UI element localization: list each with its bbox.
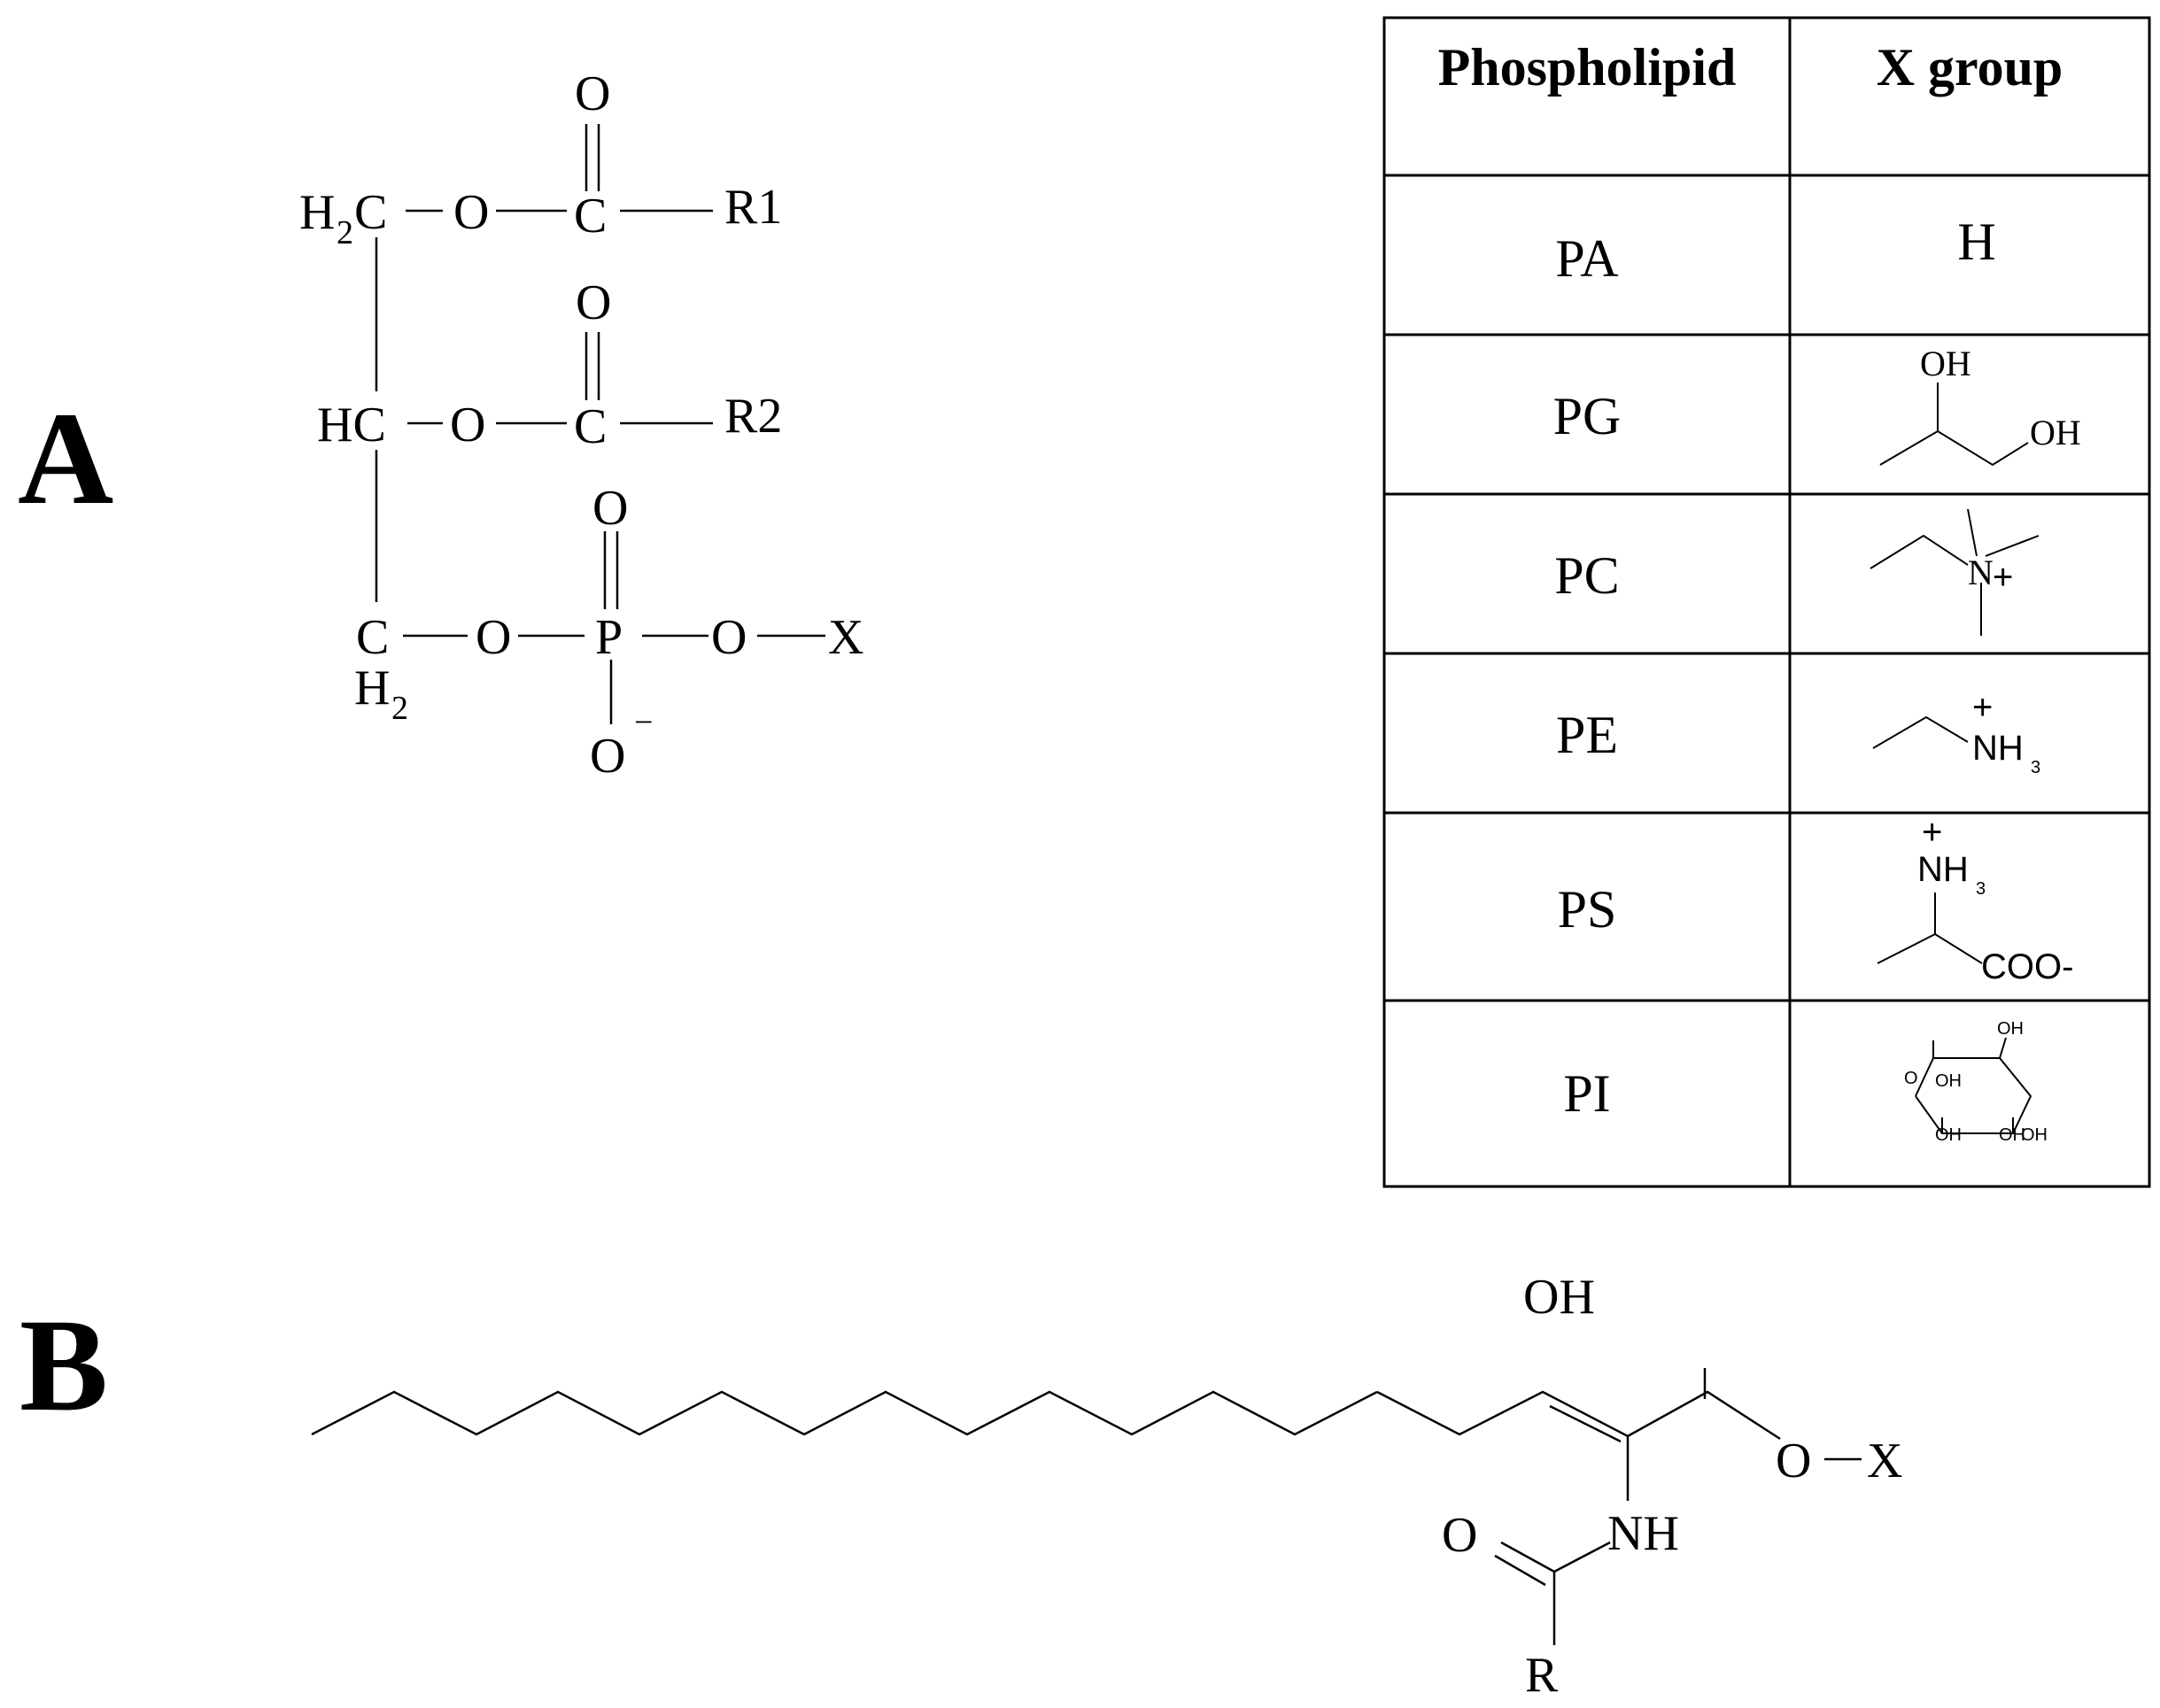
- panel-label-a: A: [18, 385, 113, 532]
- pe-charge: +: [1972, 688, 1993, 727]
- glycerophospholipid-structure: H 2 C O C O R1 HC O C O R2 C H 2 O P: [299, 66, 863, 784]
- ps-charge: +: [1922, 813, 1942, 852]
- row3-carbon-sub: 2: [391, 690, 408, 727]
- pi-hydroxyl-4: OH: [1999, 1125, 2025, 1145]
- row-name-pg: PG: [1553, 387, 1622, 445]
- sphingoid-head-backbone: [1376, 1390, 1781, 1441]
- x-group-pe-ethanolamine: + NH 3: [1872, 688, 2040, 777]
- x-group-ps-serine: + NH 3 COO-: [1877, 813, 2073, 986]
- amine-label: NH: [1607, 1506, 1679, 1561]
- row2-ester-oxygen: O: [450, 398, 485, 452]
- row1-ester-oxygen: O: [453, 185, 489, 240]
- row1-carbonyl-carbon: C: [574, 189, 607, 243]
- row3-phosphoryl-oxygen: O: [592, 481, 628, 536]
- row1-carbon-sub: 2: [337, 214, 353, 251]
- row3-phosphate-oxygen: O: [476, 610, 511, 665]
- x-group-pc-choline: N +: [1870, 508, 2040, 636]
- row3-negative-charge: −: [634, 704, 653, 741]
- row1-carbon-h: H: [299, 185, 335, 240]
- row-name-pa: PA: [1555, 229, 1618, 288]
- header-x-group: X group: [1877, 38, 2063, 97]
- pi-hydroxyl-top: OH: [1997, 1019, 2024, 1039]
- row1-r1: R1: [724, 180, 782, 235]
- x-group-pg-glycerol: OH OH: [1879, 344, 2081, 467]
- pc-charge: +: [1993, 558, 2013, 597]
- row2-carbon: HC: [317, 398, 386, 452]
- x-group-pi-inositol: OH O OH OH OH OH: [1904, 1019, 2048, 1145]
- pg-hydroxyl-2: OH: [2030, 413, 2081, 452]
- pc-nitrogen: N: [1968, 553, 1994, 592]
- row2-carbonyl-oxygen: O: [576, 275, 611, 330]
- header-phospholipid: Phospholipid: [1438, 38, 1737, 97]
- row3-anionic-oxygen: O: [590, 729, 625, 784]
- x-group-label: X: [1867, 1434, 1902, 1488]
- row3-phosphorus: P: [595, 610, 623, 665]
- pe-amine-sub: 3: [2031, 758, 2040, 777]
- sphingolipid-structure: OH NH O R O X: [311, 1270, 1902, 1703]
- pe-amine: NH: [1972, 729, 2024, 768]
- carbonyl-oxygen-label: O: [1442, 1508, 1477, 1563]
- row3-ester-oxygen: O: [711, 610, 747, 665]
- ps-amine: NH: [1917, 850, 1969, 889]
- sphingoid-chain: [311, 1390, 1378, 1436]
- row2-r2: R2: [724, 389, 782, 444]
- phospholipid-table: Phospholipid X group PA PG PC PE PS PI H…: [1382, 16, 2151, 1188]
- row1-carbon-c: C: [354, 185, 387, 240]
- row3-carbon-h: H: [354, 661, 390, 715]
- ps-amine-sub: 3: [1976, 879, 1986, 899]
- row3-x-group: X: [828, 610, 863, 665]
- pg-hydroxyl-1: OH: [1920, 344, 1971, 383]
- pi-hydroxyl-2: OH: [1935, 1071, 1962, 1091]
- row-name-pe: PE: [1556, 706, 1618, 764]
- row-name-pc: PC: [1554, 546, 1619, 605]
- row-name-ps: PS: [1558, 880, 1617, 939]
- pi-oxygen: O: [1904, 1069, 1918, 1088]
- x-group-pa: H: [1957, 213, 1995, 271]
- acyl-r-label: R: [1525, 1648, 1559, 1703]
- row2-carbonyl-carbon: C: [574, 399, 607, 454]
- hydroxyl-label: OH: [1523, 1270, 1595, 1325]
- pi-hydroxyl-3: OH: [1935, 1125, 1962, 1145]
- row1-carbonyl-oxygen: O: [575, 66, 610, 121]
- row3-carbon: C: [356, 610, 389, 665]
- row-name-pi: PI: [1563, 1064, 1610, 1123]
- pi-hydroxyl-5: OH: [2021, 1125, 2048, 1145]
- panel-label-b: B: [19, 1292, 108, 1439]
- ether-oxygen-label: O: [1776, 1434, 1811, 1488]
- ps-carboxylate: COO-: [1981, 947, 2073, 986]
